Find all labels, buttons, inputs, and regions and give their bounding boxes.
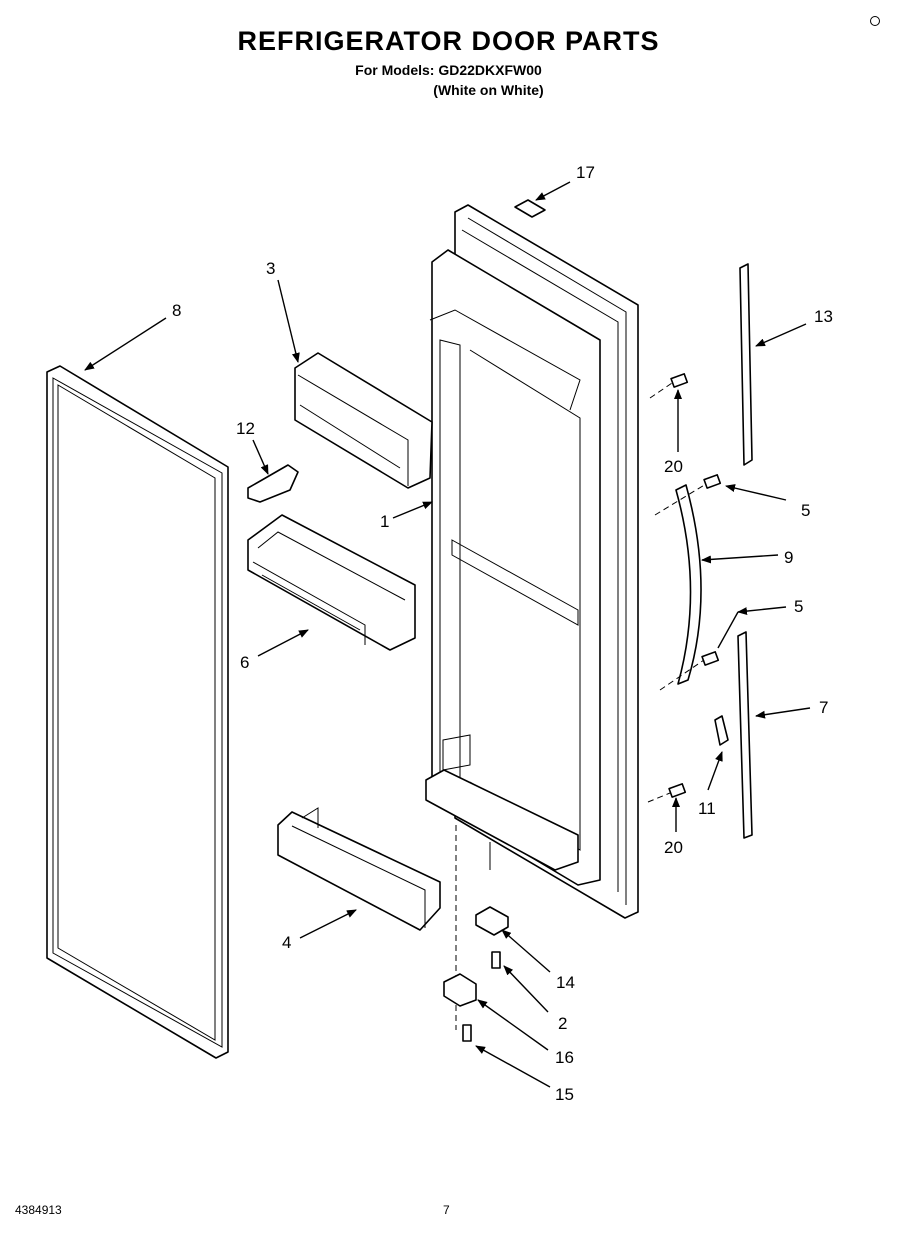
models-line: For Models: GD22DKXFW00	[355, 62, 542, 78]
part-20-screw-bottom	[668, 783, 687, 798]
part-20-screw-top	[670, 373, 689, 388]
callout-9: 9	[784, 548, 793, 567]
part-3-dairy-cover	[294, 352, 433, 489]
callout-7: 7	[819, 698, 828, 717]
callout-1: 1	[380, 512, 389, 531]
part-15-screw	[462, 1024, 472, 1042]
callout-13: 13	[814, 307, 833, 326]
part-17-label	[514, 199, 546, 218]
screw-axis-top	[649, 382, 673, 399]
part-11-clip	[714, 715, 729, 746]
callout-11: 11	[698, 799, 716, 818]
diagram-title: REFRIGERATOR DOOR PARTS	[237, 26, 660, 56]
part-16-hinge	[443, 973, 477, 1007]
callout-5-bottom: 5	[794, 597, 803, 616]
part-5-screw-top	[703, 474, 722, 489]
leader-lines	[84, 181, 811, 1088]
page-number: 7	[443, 1203, 450, 1217]
callout-12: 12	[236, 419, 255, 438]
part-2-hinge-screw	[491, 951, 501, 969]
part-14-hinge-bushing	[475, 906, 509, 936]
callout-4: 4	[282, 933, 291, 952]
corner-hole-mark	[870, 16, 880, 26]
part-8-door-gasket	[46, 365, 229, 1059]
callout-17: 17	[576, 163, 595, 182]
callout-3: 3	[266, 259, 275, 278]
document-number: 4384913	[15, 1203, 62, 1217]
part-5-screw-bottom	[701, 651, 720, 666]
callout-16: 16	[555, 1048, 574, 1067]
callout-2: 2	[558, 1014, 567, 1033]
callout-14: 14	[556, 973, 575, 992]
callout-8: 8	[172, 301, 181, 320]
part-1-door-assembly	[425, 204, 639, 919]
callout-20-top: 20	[664, 457, 683, 476]
part-9-door-handle	[675, 484, 702, 685]
screw-axis-bottom	[647, 792, 671, 803]
part-7-side-trim	[737, 631, 753, 839]
color-line: (White on White)	[433, 82, 544, 98]
part-4-door-bin	[277, 807, 441, 931]
callout-15: 15	[555, 1085, 574, 1104]
part-12-clip	[247, 464, 299, 503]
screw-axis-handle-bottom	[659, 659, 705, 691]
callout-5-top: 5	[801, 501, 810, 520]
part-13-top-trim	[739, 263, 753, 466]
part-6-dairy-bin	[247, 514, 416, 651]
callout-6: 6	[240, 653, 249, 672]
callout-20-bottom: 20	[664, 838, 683, 857]
